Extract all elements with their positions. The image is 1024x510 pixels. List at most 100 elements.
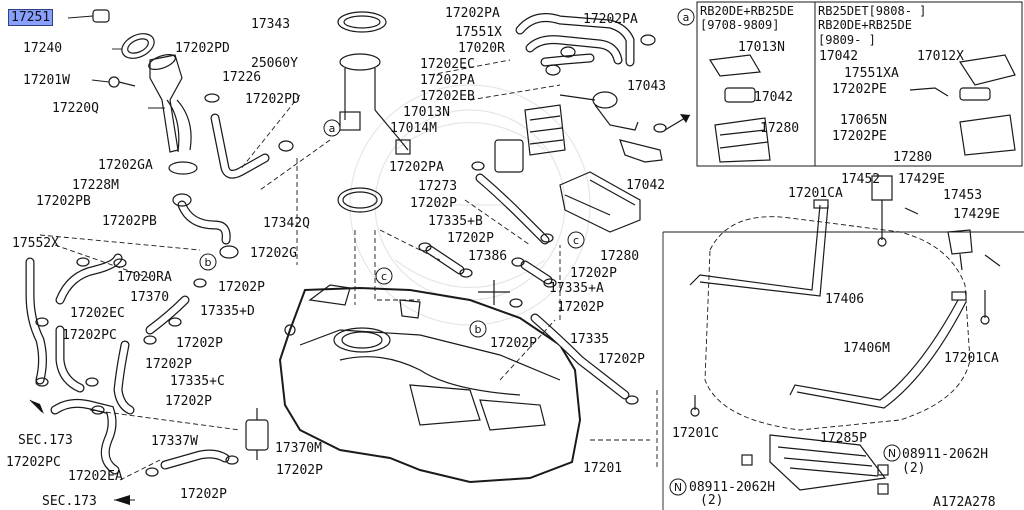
- part-label[interactable]: 17335+B: [428, 214, 483, 229]
- part-label[interactable]: 17201: [583, 461, 623, 476]
- part-label[interactable]: 17335+A: [549, 281, 604, 296]
- part-label[interactable]: 17453: [943, 188, 983, 203]
- part-label[interactable]: 17201W: [23, 73, 70, 88]
- part-label[interactable]: 17202P: [410, 196, 457, 211]
- part-label[interactable]: 17202P: [218, 280, 265, 295]
- part-label[interactable]: 17452: [841, 172, 881, 187]
- part-label[interactable]: 17202PC: [62, 328, 117, 343]
- part-label[interactable]: 17043: [627, 79, 667, 94]
- part-label[interactable]: 17202P: [557, 300, 604, 315]
- part-label[interactable]: 17013N: [403, 105, 450, 120]
- callout-c-right: c: [567, 231, 585, 249]
- part-label[interactable]: 17202PE: [832, 129, 887, 144]
- part-label[interactable]: 17202P: [176, 336, 223, 351]
- part-label[interactable]: 17202P: [145, 357, 192, 372]
- nut-symbol-lower: N: [669, 478, 687, 496]
- part-label[interactable]: 17429E: [953, 207, 1000, 222]
- part-label[interactable]: 17343: [251, 17, 291, 32]
- part-label[interactable]: 17202EA: [68, 469, 123, 484]
- part-label[interactable]: 17202GA: [98, 158, 153, 173]
- gasket-17342Q: [337, 187, 383, 213]
- part-label[interactable]: 17280: [600, 249, 640, 264]
- part-label[interactable]: 17202PC: [6, 455, 61, 470]
- part-label[interactable]: 17013N: [738, 40, 785, 55]
- part-label[interactable]: 17202PA: [389, 160, 444, 175]
- part-label[interactable]: 17202EC: [420, 57, 475, 72]
- part-label[interactable]: 17020R: [458, 41, 505, 56]
- part-label[interactable]: 17429E: [898, 172, 945, 187]
- callout-a-right: a: [677, 8, 695, 26]
- svg-text:c: c: [573, 234, 579, 247]
- part-label[interactable]: 17280: [760, 121, 800, 136]
- part-label[interactable]: 17202EC: [70, 306, 125, 321]
- part-label[interactable]: 17228M: [72, 178, 119, 193]
- part-label[interactable]: 17386: [468, 249, 508, 264]
- part-label[interactable]: 08911-2062H: [689, 480, 776, 495]
- part-label[interactable]: 17220Q: [52, 101, 99, 116]
- svg-text:a: a: [329, 122, 336, 135]
- part-label[interactable]: 17226: [222, 70, 262, 85]
- part-label[interactable]: 17370M: [275, 441, 322, 456]
- part-label[interactable]: 17342Q: [263, 216, 310, 231]
- section-ref[interactable]: SEC.173: [42, 494, 97, 509]
- clamps-left: [35, 257, 239, 477]
- part-label[interactable]: 17202P: [276, 463, 323, 478]
- part-label[interactable]: 08911-2062H: [902, 447, 989, 462]
- part-label[interactable]: 17202PA: [420, 73, 475, 88]
- part-label[interactable]: 17202P: [447, 231, 494, 246]
- part-label[interactable]: 17551X: [455, 25, 502, 40]
- part-label[interactable]: 17012X: [917, 49, 964, 64]
- part-label[interactable]: 17202P: [180, 487, 227, 502]
- part-label-highlighted[interactable]: 17251: [8, 9, 54, 26]
- heat-shield-17285P: [741, 434, 889, 495]
- part-label[interactable]: 17202EB: [420, 89, 475, 104]
- part-label[interactable]: 17551XA: [844, 66, 899, 81]
- filler-seal: [112, 33, 155, 59]
- part-label[interactable]: 17020RA: [117, 270, 172, 285]
- section-ref[interactable]: SEC.173: [18, 433, 73, 448]
- part-label[interactable]: 17202P: [570, 266, 617, 281]
- part-label[interactable]: 17335+D: [200, 304, 255, 319]
- part-label[interactable]: 17285P: [820, 431, 867, 446]
- part-label[interactable]: 17202G: [250, 246, 297, 261]
- part-label[interactable]: 17280: [893, 150, 933, 165]
- part-label[interactable]: 17202PD: [175, 41, 230, 56]
- part-label[interactable]: 17202PB: [102, 214, 157, 229]
- part-label[interactable]: 17335+C: [170, 374, 225, 389]
- part-label[interactable]: 17406M: [843, 341, 890, 356]
- part-label[interactable]: 17201CA: [944, 351, 999, 366]
- fuel-pump-sender: [339, 53, 411, 155]
- part-label[interactable]: 17202P: [165, 394, 212, 409]
- part-label[interactable]: 17065N: [840, 113, 887, 128]
- part-label[interactable]: 17202PB: [36, 194, 91, 209]
- part-label[interactable]: 17552X: [12, 236, 59, 251]
- part-label[interactable]: 17406: [825, 292, 865, 307]
- inset-frame: [696, 1, 1023, 167]
- clamp-17202GA: [172, 193, 192, 207]
- clamp-17202G: [219, 245, 239, 259]
- inset-left-art: [708, 54, 771, 163]
- part-label[interactable]: 17273: [418, 179, 458, 194]
- part-label[interactable]: 17202PA: [445, 6, 500, 21]
- part-label[interactable]: 17042: [754, 90, 794, 105]
- part-label[interactable]: 17202PE: [832, 82, 887, 97]
- callout-c-left: c: [375, 267, 393, 285]
- part-label[interactable]: 17337W: [151, 434, 198, 449]
- part-label[interactable]: 17202P: [490, 336, 537, 351]
- part-label[interactable]: 25060Y: [251, 56, 298, 71]
- part-label[interactable]: 17240: [23, 41, 63, 56]
- callout-a-left: a: [323, 119, 341, 137]
- part-label[interactable]: 17370: [130, 290, 170, 305]
- part-label[interactable]: 17042: [819, 49, 859, 64]
- part-label[interactable]: 17201C: [672, 426, 719, 441]
- part-label[interactable]: 17202P: [598, 352, 645, 367]
- inset-right-art: [909, 54, 1016, 156]
- part-label[interactable]: 17201CA: [788, 186, 843, 201]
- part-label[interactable]: 17335: [570, 332, 610, 347]
- part-label[interactable]: 17042: [626, 178, 666, 193]
- part-label[interactable]: 17202PD: [245, 92, 300, 107]
- part-label[interactable]: 17202PA: [583, 12, 638, 27]
- callout-b-lower: b: [469, 320, 487, 338]
- part-label[interactable]: 17014M: [390, 121, 437, 136]
